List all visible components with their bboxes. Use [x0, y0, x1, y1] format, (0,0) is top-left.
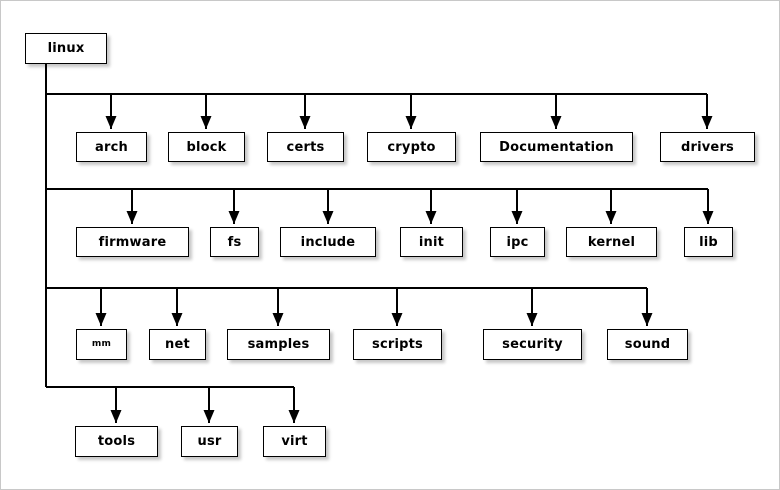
arrow-head-scripts: [391, 313, 403, 326]
arrow-head-block: [200, 116, 212, 129]
arrow-head-init: [425, 211, 437, 224]
arrow-head-tools: [110, 410, 122, 423]
arrow-head-kernel: [605, 211, 617, 224]
arrow-head-samples: [272, 313, 284, 326]
arrow-head-sound: [641, 313, 653, 326]
tree-node-kernel[interactable]: kernel: [566, 227, 657, 257]
arrow-head-firmware: [126, 211, 138, 224]
tree-node-net[interactable]: net: [149, 329, 206, 360]
tree-node-block[interactable]: block: [168, 132, 245, 162]
arrow-head-documentation: [550, 116, 562, 129]
tree-node-include[interactable]: include: [280, 227, 376, 257]
tree-node-fs[interactable]: fs: [210, 227, 259, 257]
arrow-head-usr: [203, 410, 215, 423]
tree-node-init[interactable]: init: [400, 227, 463, 257]
tree-node-sound[interactable]: sound: [607, 329, 688, 360]
arrow-head-security: [526, 313, 538, 326]
tree-node-scripts[interactable]: scripts: [353, 329, 442, 360]
arrow-head-mm: [95, 313, 107, 326]
arrow-head-fs: [228, 211, 240, 224]
arrow-head-ipc: [511, 211, 523, 224]
tree-node-samples[interactable]: samples: [227, 329, 330, 360]
tree-node-drivers[interactable]: drivers: [660, 132, 755, 162]
tree-node-root-linux[interactable]: linux: [25, 33, 107, 64]
arrow-head-virt: [288, 410, 300, 423]
tree-node-lib[interactable]: lib: [684, 227, 733, 257]
arrow-head-crypto: [405, 116, 417, 129]
tree-node-security[interactable]: security: [483, 329, 582, 360]
tree-node-documentation[interactable]: Documentation: [480, 132, 633, 162]
tree-node-tools[interactable]: tools: [75, 426, 158, 457]
tree-node-firmware[interactable]: firmware: [76, 227, 189, 257]
tree-node-ipc[interactable]: ipc: [490, 227, 545, 257]
arrow-head-lib: [702, 211, 714, 224]
tree-node-usr[interactable]: usr: [181, 426, 238, 457]
tree-node-crypto[interactable]: crypto: [367, 132, 456, 162]
arrow-head-include: [322, 211, 334, 224]
tree-node-virt[interactable]: virt: [263, 426, 326, 457]
arrow-head-drivers: [701, 116, 713, 129]
arrow-head-arch: [105, 116, 117, 129]
tree-node-certs[interactable]: certs: [267, 132, 344, 162]
arrow-head-net: [171, 313, 183, 326]
tree-node-mm[interactable]: mm: [76, 329, 127, 360]
tree-node-arch[interactable]: arch: [76, 132, 147, 162]
arrow-head-certs: [299, 116, 311, 129]
